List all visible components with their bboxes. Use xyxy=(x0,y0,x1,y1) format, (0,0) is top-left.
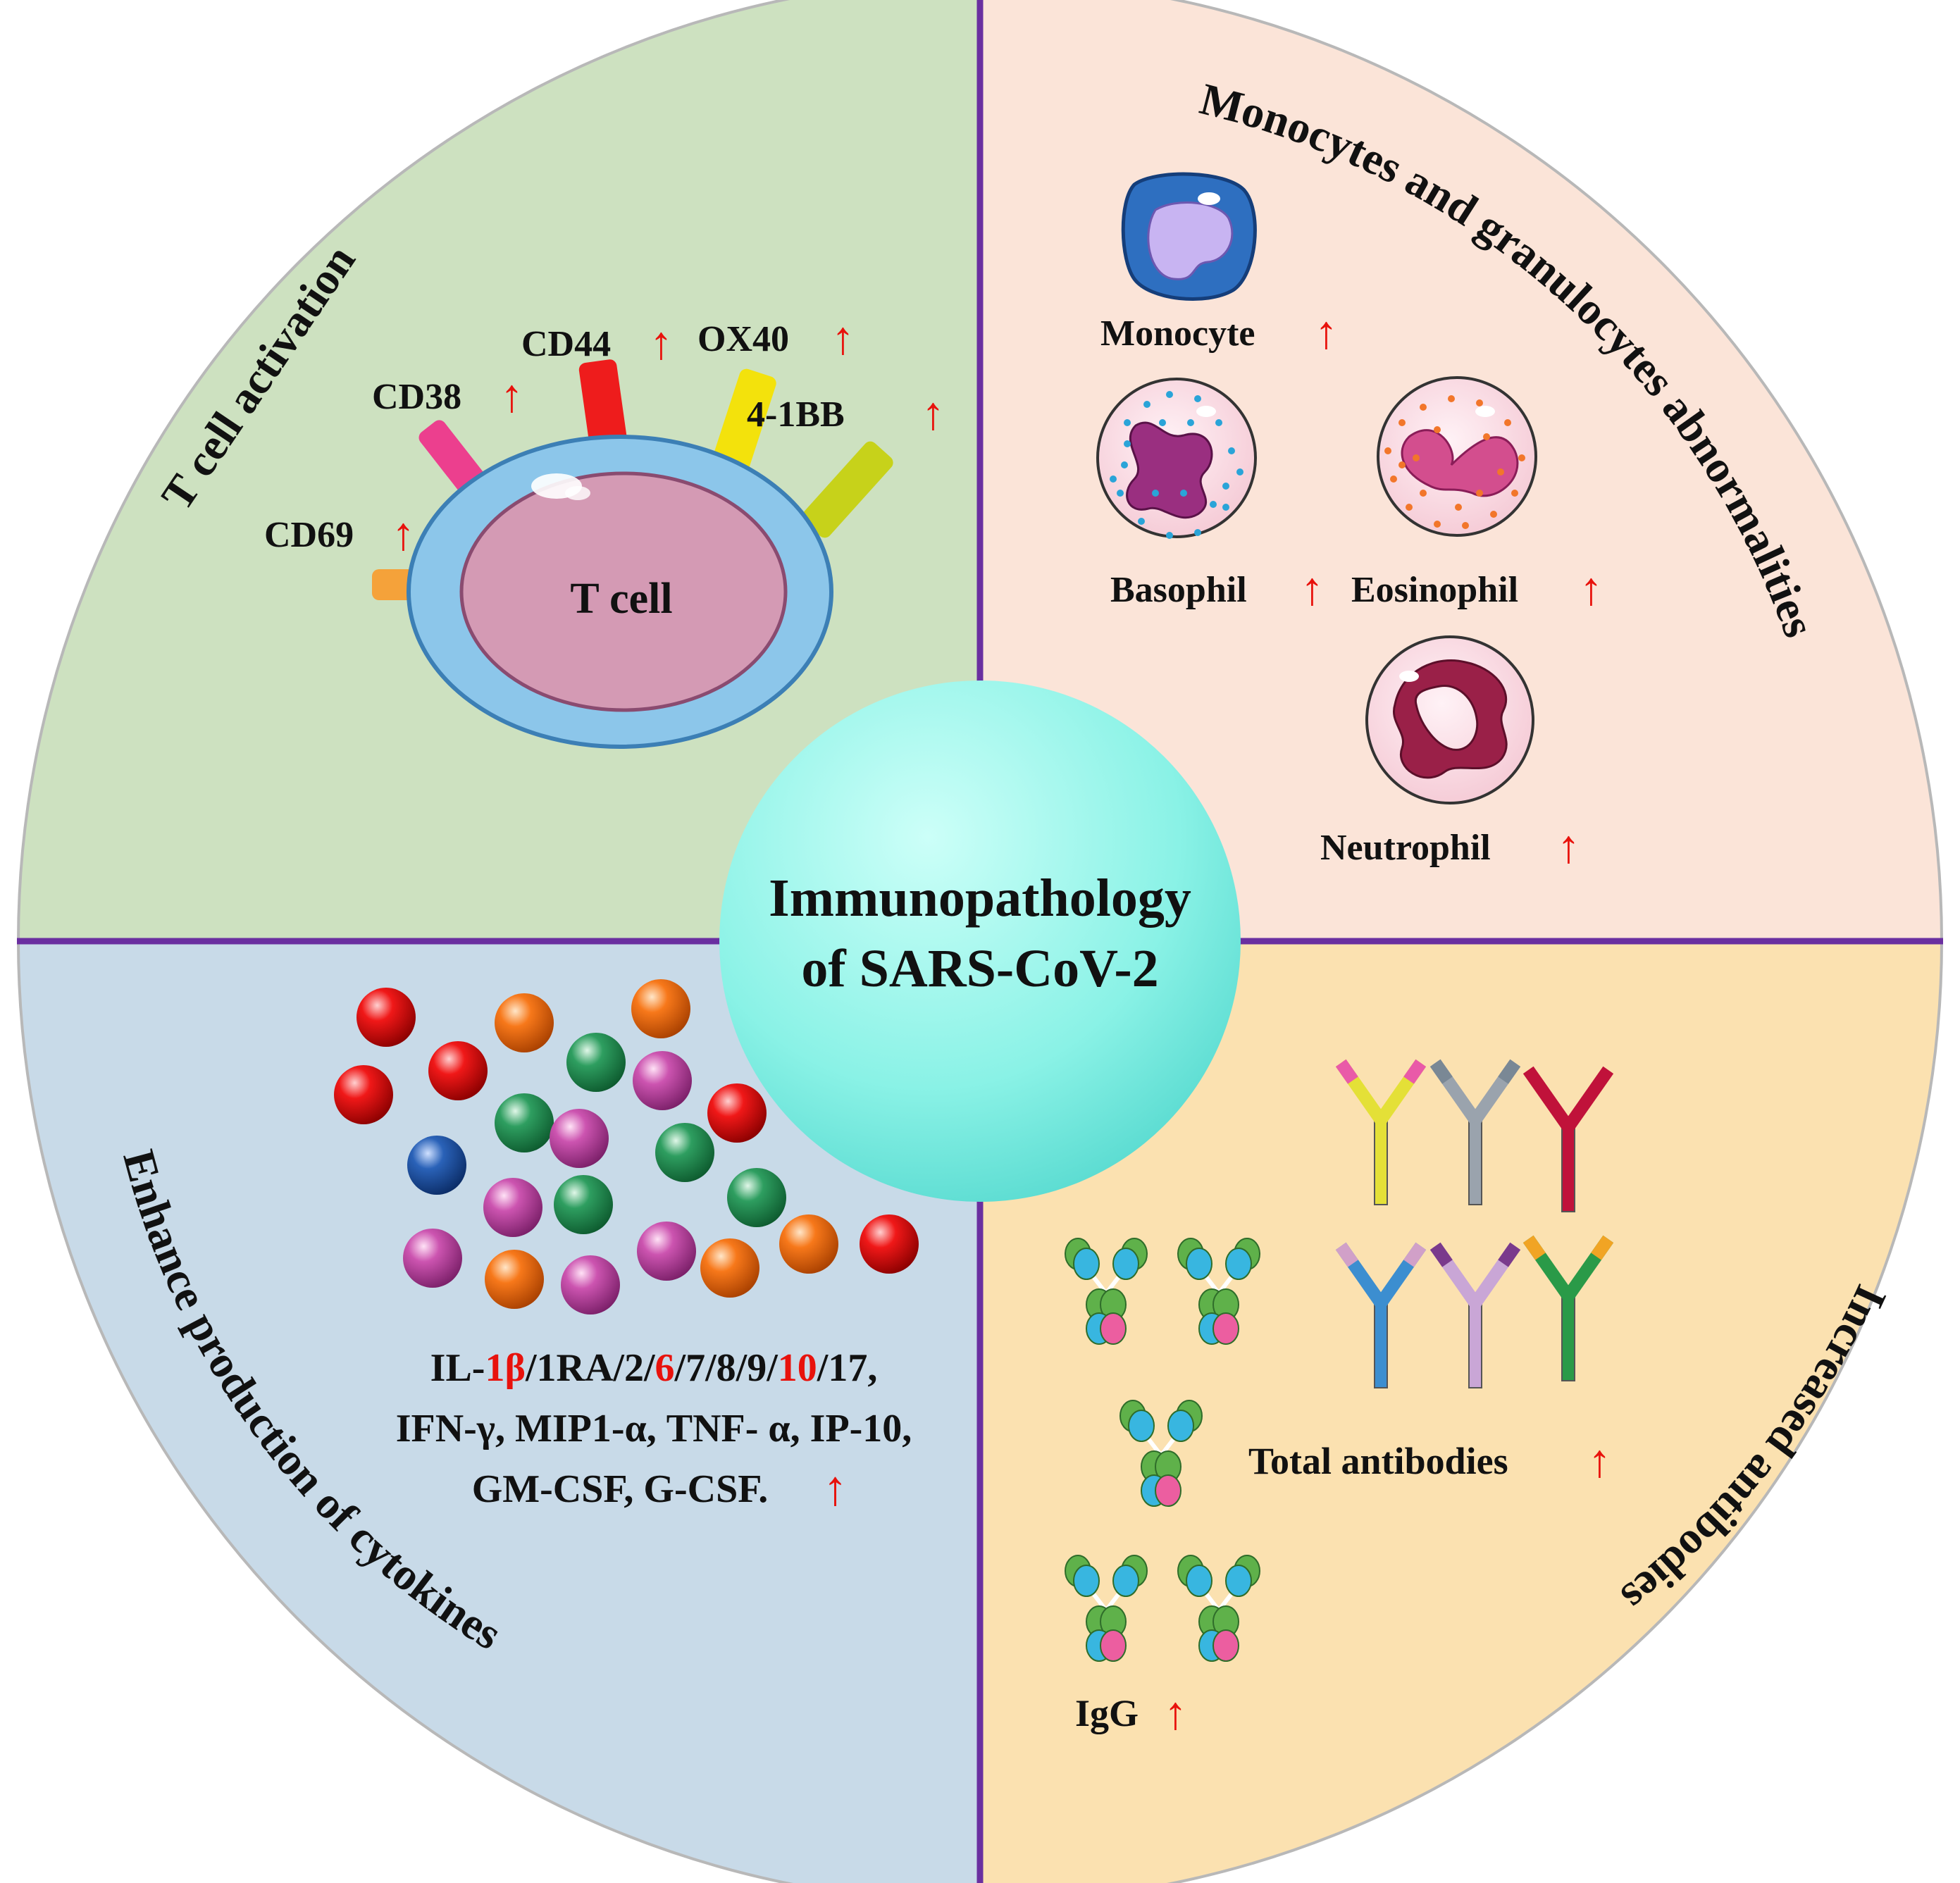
neutrophil-up-arrow: ↑ xyxy=(1557,821,1580,873)
cd69-up-arrow: ↑ xyxy=(392,509,415,560)
il-1b-highlight: 1β xyxy=(485,1346,526,1390)
il-prefix: IL- xyxy=(430,1346,485,1390)
cytokine-up-arrow: ↑ xyxy=(823,1462,848,1516)
cytokine-sphere xyxy=(727,1168,786,1227)
cytokine-sphere xyxy=(655,1123,714,1182)
center-title-line-1: Immunopathology xyxy=(769,869,1191,928)
tcell-label: T cell xyxy=(570,575,672,623)
cytokine-sphere xyxy=(631,979,690,1038)
cytokine-sphere xyxy=(637,1222,696,1281)
cytokine-list-line-3: GM-CSF, G-CSF. xyxy=(472,1467,769,1511)
4-1bb-up-arrow: ↑ xyxy=(922,388,945,440)
cd44-label: CD44 xyxy=(521,324,611,364)
cytokine-sphere xyxy=(334,1065,393,1124)
basophil-up-arrow: ↑ xyxy=(1301,564,1324,615)
cytokine-sphere xyxy=(428,1041,488,1100)
igg-icon xyxy=(1065,1555,1148,1662)
cytokine-sphere xyxy=(495,1093,554,1152)
cytokine-spheres xyxy=(334,979,919,1315)
cd44-up-arrow: ↑ xyxy=(650,318,673,369)
antibody-icon xyxy=(1429,1059,1521,1205)
cd38-up-arrow: ↑ xyxy=(500,371,523,422)
cytokine-sphere xyxy=(356,988,416,1047)
eosinophil-cell xyxy=(1377,376,1537,537)
igg-icon xyxy=(1119,1400,1203,1507)
antibody-icon xyxy=(1429,1242,1521,1388)
igg-icon xyxy=(1177,1238,1260,1345)
cytokine-sphere xyxy=(779,1214,838,1274)
cd69-label: CD69 xyxy=(264,515,354,555)
cd38-label: CD38 xyxy=(372,377,461,417)
4-1bb-receptor xyxy=(802,441,893,538)
igg-icon xyxy=(1177,1555,1260,1662)
monocyte-label: Monocyte xyxy=(1100,313,1255,354)
antibody-icon xyxy=(1522,1235,1614,1381)
il-10-highlight: 10 xyxy=(778,1346,817,1390)
antibody-icon xyxy=(1335,1242,1427,1388)
tcell-highlight-2 xyxy=(565,486,590,500)
il-list-c: /17, xyxy=(817,1346,878,1390)
cytokine-list-line-1: IL-1β/1RA/2/6/7/8/9/10/17, xyxy=(430,1346,878,1390)
center-circle xyxy=(719,681,1241,1202)
cytokine-sphere xyxy=(633,1051,692,1110)
igg-up-arrow: ↑ xyxy=(1164,1688,1187,1739)
center-title-line-2: of SARS-CoV-2 xyxy=(801,939,1158,998)
cytokine-sphere xyxy=(707,1083,767,1143)
cytokine-sphere xyxy=(860,1214,919,1274)
cytokine-sphere xyxy=(495,993,554,1052)
cytokine-sphere xyxy=(700,1238,759,1298)
cytokine-sphere xyxy=(483,1178,542,1237)
monocyte-up-arrow: ↑ xyxy=(1315,307,1338,359)
cytokine-sphere xyxy=(554,1175,613,1234)
total-antibodies-label: Total antibodies xyxy=(1248,1440,1508,1482)
antibody-icon xyxy=(1335,1059,1427,1205)
cytokine-list-line-2: IFN-γ, MIP1-α, TNF- α, IP-10, xyxy=(396,1407,912,1450)
il-list-b: /7/8/9/ xyxy=(674,1346,779,1390)
basophil-label: Basophil xyxy=(1110,570,1247,610)
eosinophil-up-arrow: ↑ xyxy=(1580,564,1603,615)
antibody-icon xyxy=(1522,1066,1614,1212)
neutrophil-cell xyxy=(1365,635,1534,804)
cytokine-sphere xyxy=(561,1255,620,1315)
cytokine-sphere xyxy=(566,1033,626,1092)
eosinophil-label: Eosinophil xyxy=(1351,570,1518,610)
total-antibodies-up-arrow: ↑ xyxy=(1588,1436,1611,1487)
monocyte-cell xyxy=(1121,172,1257,302)
il-list-a: /1RA/2/ xyxy=(525,1346,656,1390)
il-6-highlight: 6 xyxy=(655,1346,675,1390)
tcell-illustration xyxy=(372,359,893,749)
ox40-receptor xyxy=(713,368,776,471)
cytokine-sphere xyxy=(485,1250,544,1309)
cytokine-sphere xyxy=(407,1136,466,1195)
igg-antibody-icons xyxy=(1065,1238,1260,1662)
basophil-cell xyxy=(1096,378,1257,539)
ox40-up-arrow: ↑ xyxy=(831,313,855,364)
total-antibody-icons xyxy=(1335,1059,1614,1388)
igg-label: IgG xyxy=(1075,1692,1139,1734)
neutrophil-label: Neutrophil xyxy=(1320,828,1491,868)
tcell-nucleus xyxy=(459,471,788,712)
igg-icon xyxy=(1065,1238,1148,1345)
cytokine-sphere xyxy=(550,1109,609,1168)
cytokine-sphere xyxy=(403,1229,462,1288)
ox40-label: OX40 xyxy=(697,319,789,359)
4-1bb-label: 4-1BB xyxy=(747,394,845,435)
